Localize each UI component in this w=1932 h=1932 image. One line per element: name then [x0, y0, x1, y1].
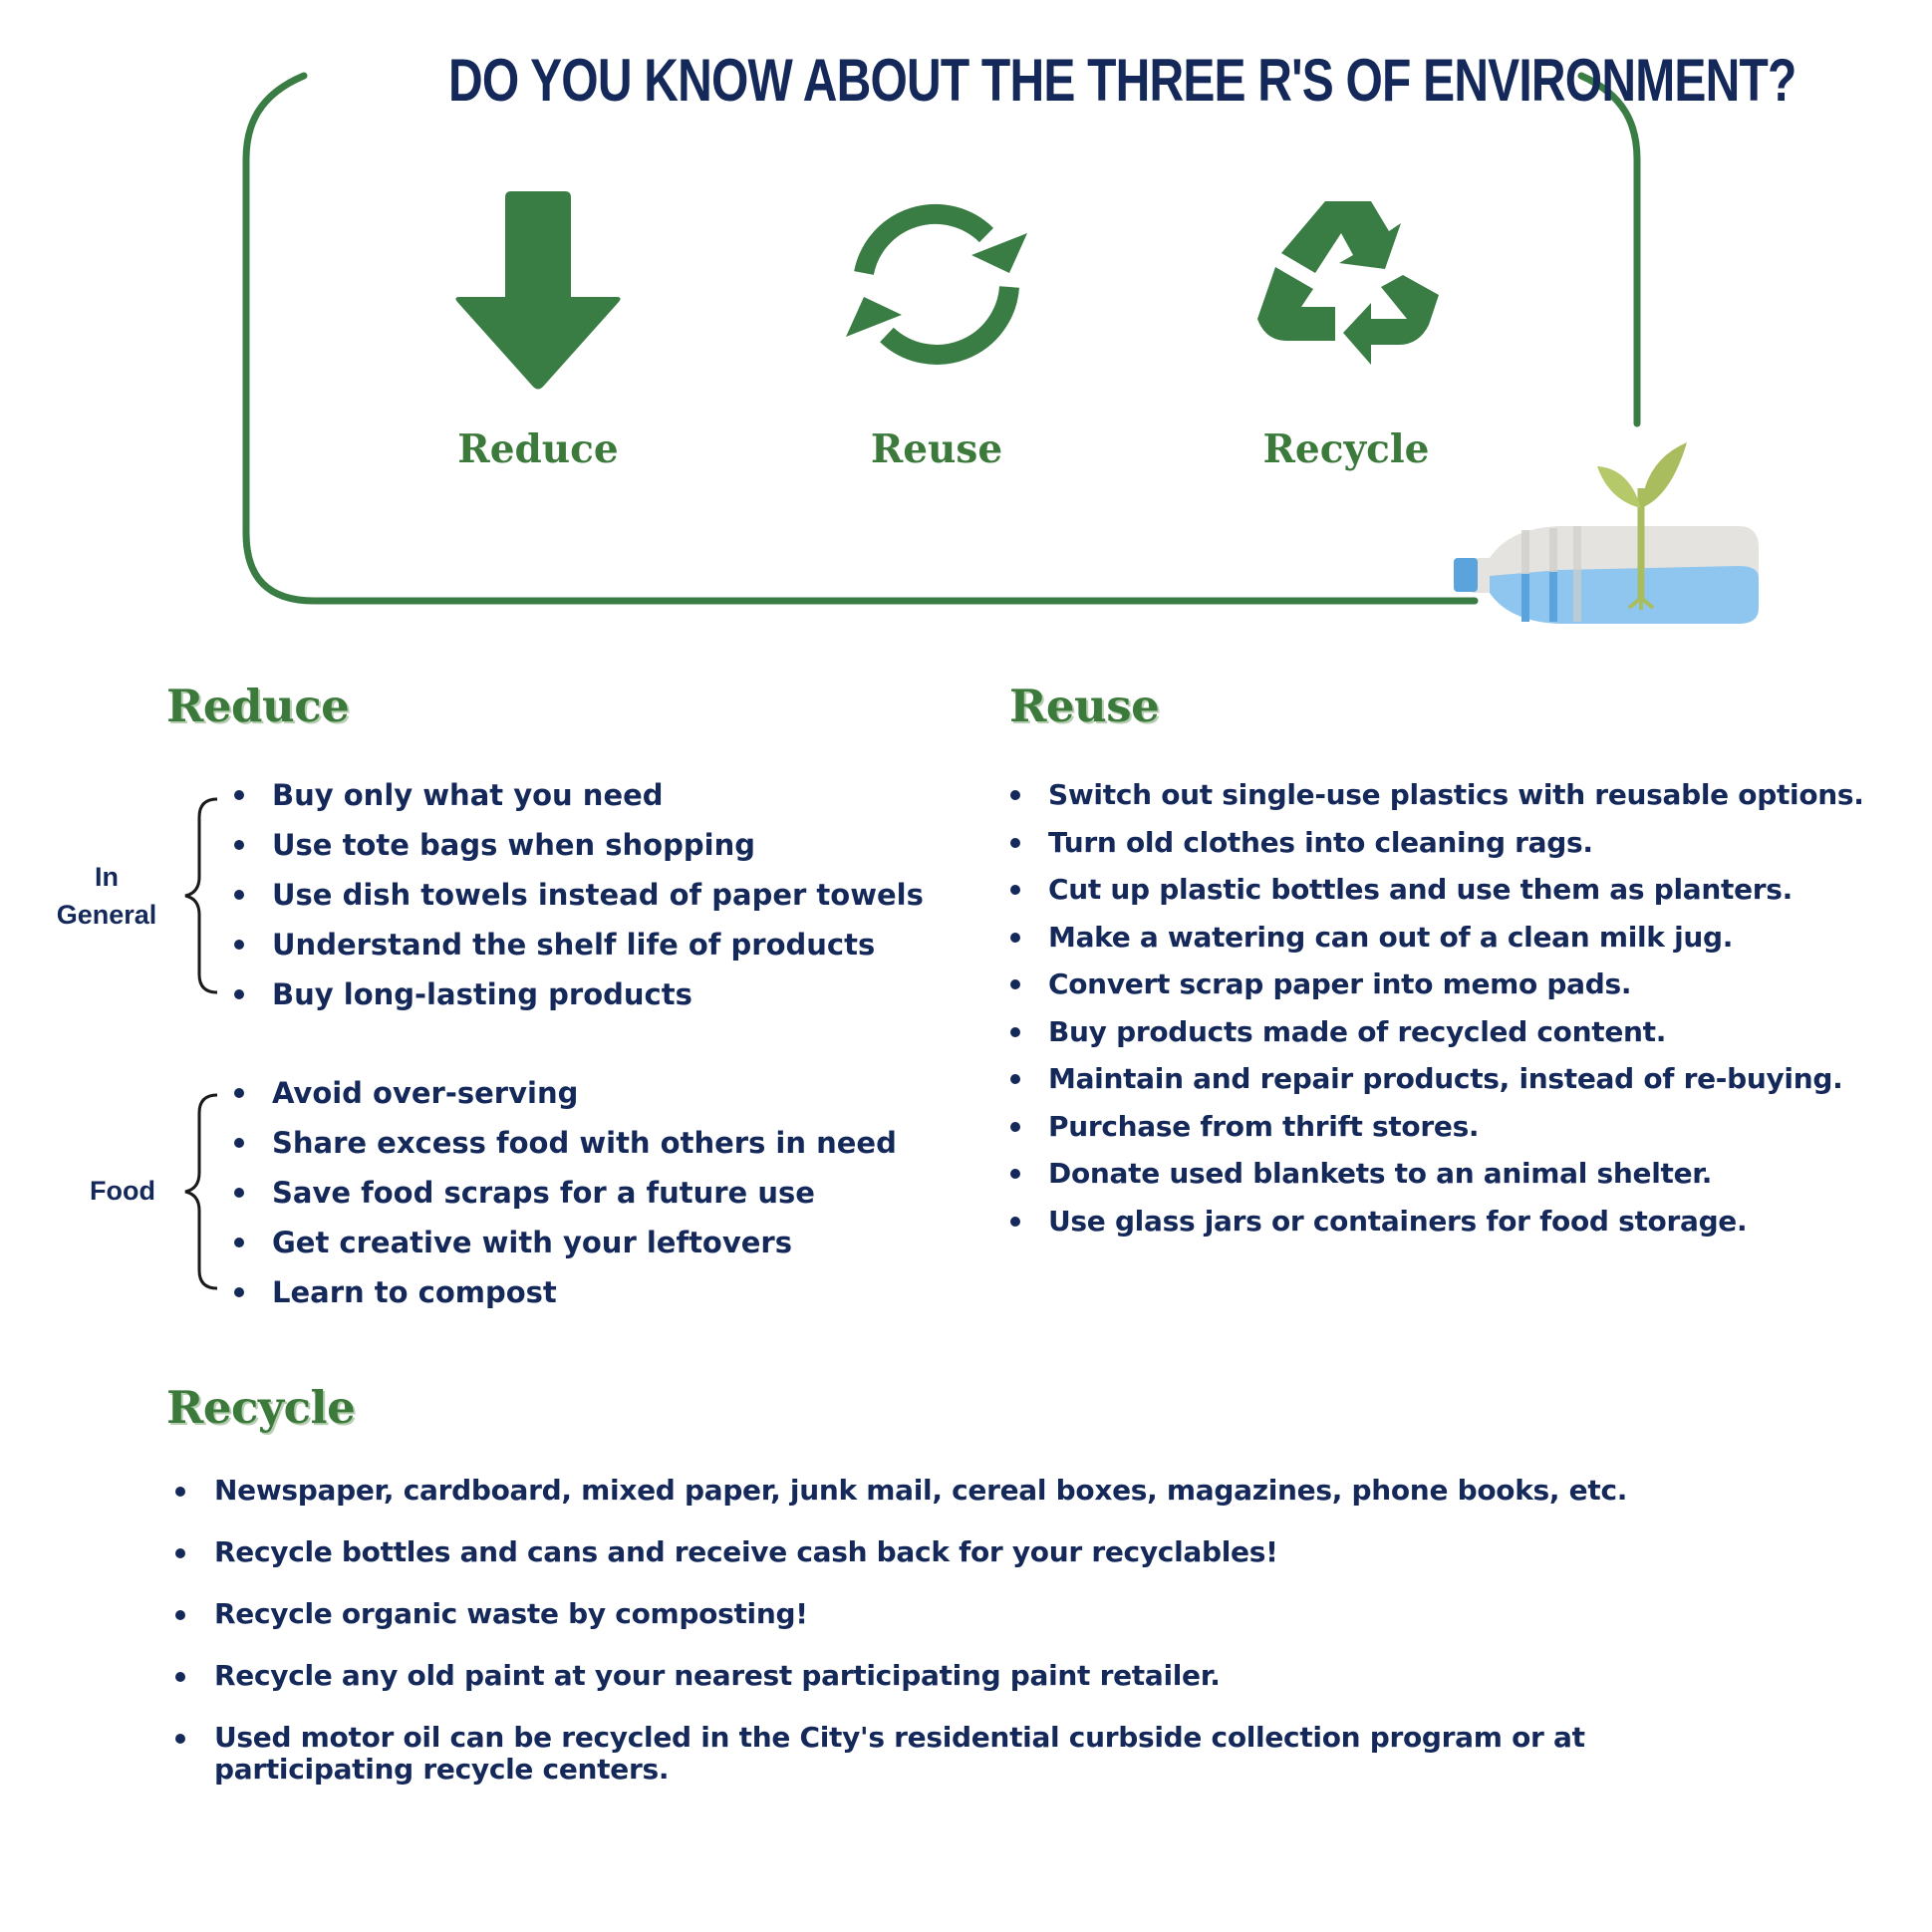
reduce-food-list: Avoid over-serving Share excess food wit… — [234, 1073, 897, 1322]
list-item: Donate used blankets to an animal shelte… — [1010, 1154, 1864, 1202]
list-item: Maintain and repair products, instead of… — [1010, 1059, 1864, 1107]
plastic-bottle-with-sprout-icon — [1450, 438, 1769, 632]
recycle-heading: Recycle — [166, 1381, 356, 1434]
list-item: Avoid over-serving — [234, 1073, 897, 1123]
list-item: Make a watering can out of a clean milk … — [1010, 918, 1864, 966]
list-item: Purchase from thrift stores. — [1010, 1107, 1864, 1155]
list-item: Save food scraps for a future use — [234, 1173, 897, 1223]
list-item: Recycle organic waste by composting! — [175, 1598, 1649, 1660]
group-label-food: Food — [90, 1176, 155, 1206]
list-item: Cut up plastic bottles and use them as p… — [1010, 870, 1864, 918]
group-brace-food — [184, 1093, 218, 1290]
list-item: Learn to compost — [234, 1272, 897, 1322]
list-item: Turn old clothes into cleaning rags. — [1010, 823, 1864, 871]
list-item: Buy long-lasting products — [234, 974, 924, 1024]
down-arrow-icon — [453, 189, 623, 398]
reuse-heading: Reuse — [1009, 680, 1160, 732]
recycle-icon-label: Recycle — [1262, 426, 1430, 472]
circular-arrows-icon — [842, 195, 1031, 379]
list-item: Use glass jars or containers for food st… — [1010, 1202, 1864, 1249]
list-item: Get creative with your leftovers — [234, 1223, 897, 1272]
group-label-in-general: In General — [56, 862, 157, 930]
list-item: Switch out single-use plastics with reus… — [1010, 775, 1864, 823]
list-item: Convert scrap paper into memo pads. — [1010, 965, 1864, 1012]
list-item: Recycle bottles and cans and receive cas… — [175, 1536, 1649, 1598]
list-item: Share excess food with others in need — [234, 1123, 897, 1173]
recycle-icon — [1253, 195, 1443, 384]
recycle-list: Newspaper, cardboard, mixed paper, junk … — [175, 1475, 1649, 1786]
reuse-list: Switch out single-use plastics with reus… — [1010, 775, 1864, 1249]
list-item: Use tote bags when shopping — [234, 825, 924, 875]
reduce-general-list: Buy only what you need Use tote bags whe… — [234, 775, 924, 1024]
group-brace-general — [184, 797, 218, 994]
reuse-icon-label: Reuse — [870, 426, 1003, 472]
page-title: DO YOU KNOW ABOUT THE THREE R'S OF ENVIR… — [448, 47, 1796, 114]
list-item: Use dish towels instead of paper towels — [234, 875, 924, 925]
list-item: Newspaper, cardboard, mixed paper, junk … — [175, 1475, 1649, 1536]
list-item: Buy products made of recycled content. — [1010, 1012, 1864, 1060]
reduce-heading: Reduce — [166, 680, 350, 732]
reduce-icon-label: Reduce — [457, 426, 619, 472]
header-frame — [242, 72, 1641, 605]
list-item: Understand the shelf life of products — [234, 925, 924, 974]
list-item: Recycle any old paint at your nearest pa… — [175, 1660, 1649, 1722]
list-item: Used motor oil can be recycled in the Ci… — [175, 1722, 1599, 1786]
list-item: Buy only what you need — [234, 775, 924, 825]
